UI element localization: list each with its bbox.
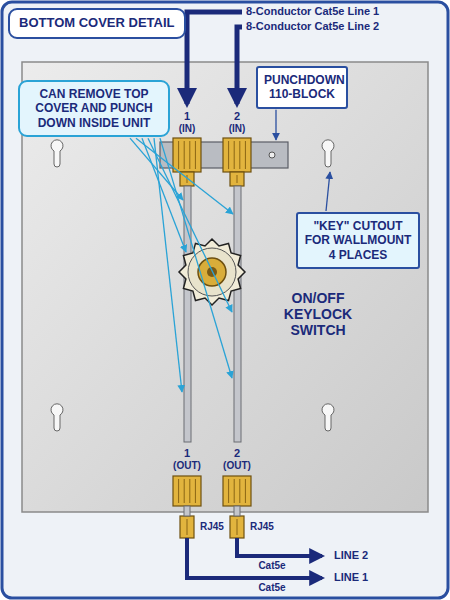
callout-text: PUNCHDOWN 110-BLOCK — [264, 73, 340, 102]
cable-line2-out — [237, 538, 322, 556]
line-label: LINE 1 — [334, 571, 368, 584]
jack-lead — [234, 506, 240, 516]
connector-label: RJ45 — [249, 521, 275, 533]
connector-contact — [245, 141, 246, 169]
connector-contact — [187, 519, 188, 535]
keyhole — [51, 404, 63, 431]
keyhole — [51, 140, 63, 167]
callout-box: "KEY" CUTOUT FOR WALLMOUNT 4 PLACES — [296, 212, 420, 269]
connector-contact — [178, 141, 179, 169]
leader-line — [275, 110, 276, 140]
cable-label: Cat5e — [256, 582, 287, 594]
leader-line — [148, 138, 232, 312]
connector-label: RJ45 — [199, 521, 225, 533]
connector-contact — [237, 519, 238, 535]
callout-text: CAN REMOVE TOP COVER AND PUNCH DOWN INSI… — [26, 87, 162, 130]
port-number: 2 — [234, 447, 240, 460]
port-label: (OUT) — [223, 460, 251, 472]
callout-box: PUNCHDOWN 110-BLOCK — [256, 66, 348, 109]
connector-body — [230, 172, 244, 186]
wall-plate — [22, 62, 428, 512]
connector-contact — [189, 479, 190, 503]
cable-line1-in — [187, 12, 242, 104]
leader-line — [326, 172, 330, 211]
connector-body — [230, 516, 244, 538]
connector-contact — [184, 141, 185, 169]
connector-body — [223, 476, 251, 506]
connector-body — [180, 516, 194, 538]
connector-body — [223, 138, 251, 172]
connector-contact — [237, 175, 238, 183]
connector-contact — [189, 141, 190, 169]
terminal-blocks — [173, 138, 251, 186]
connector-contact — [195, 141, 196, 169]
leader-line — [160, 138, 232, 378]
connector-contact — [234, 141, 235, 169]
port-number: 2 — [234, 110, 240, 123]
rj45-jacks — [173, 476, 251, 538]
port-label: (IN) — [229, 123, 246, 135]
keyhole-cutouts — [51, 140, 334, 431]
cable-line2-in — [237, 27, 242, 104]
port-label: (OUT) — [173, 460, 201, 472]
port-label: (IN) — [179, 123, 196, 135]
leader-line — [142, 138, 186, 252]
connector-body — [173, 138, 201, 172]
line-label: LINE 2 — [334, 549, 368, 562]
cable-label: 8-Conductor Cat5e Line 2 — [246, 20, 379, 33]
connector-contact — [245, 479, 246, 503]
cable-label: 8-Conductor Cat5e Line 1 — [246, 5, 379, 18]
jack-lead — [184, 506, 190, 516]
connector-contact — [239, 479, 240, 503]
part-label: ON/OFF KEYLOCK SWITCH — [266, 290, 370, 338]
port-number: 1 — [184, 447, 190, 460]
title-box: BOTTOM COVER DETAIL — [8, 8, 186, 39]
connector-contact — [178, 479, 179, 503]
connector-contact — [228, 141, 229, 169]
callout-text: "KEY" CUTOUT FOR WALLMOUNT 4 PLACES — [304, 219, 412, 262]
connector-contact — [184, 479, 185, 503]
block-screw — [269, 152, 275, 158]
callout-box: CAN REMOVE TOP COVER AND PUNCH DOWN INSI… — [18, 80, 170, 137]
connector-contact — [195, 479, 196, 503]
keyhole — [322, 140, 334, 167]
leader-line — [136, 138, 233, 214]
port-number: 1 — [184, 110, 190, 123]
internal-wire — [234, 186, 241, 442]
cable-label: Cat5e — [256, 560, 287, 572]
connector-contact — [234, 479, 235, 503]
keyhole — [322, 404, 334, 431]
connector-contact — [228, 479, 229, 503]
connector-contact — [239, 141, 240, 169]
cable-line1-out — [187, 538, 322, 578]
leader-line — [154, 138, 182, 392]
connector-body — [173, 476, 201, 506]
